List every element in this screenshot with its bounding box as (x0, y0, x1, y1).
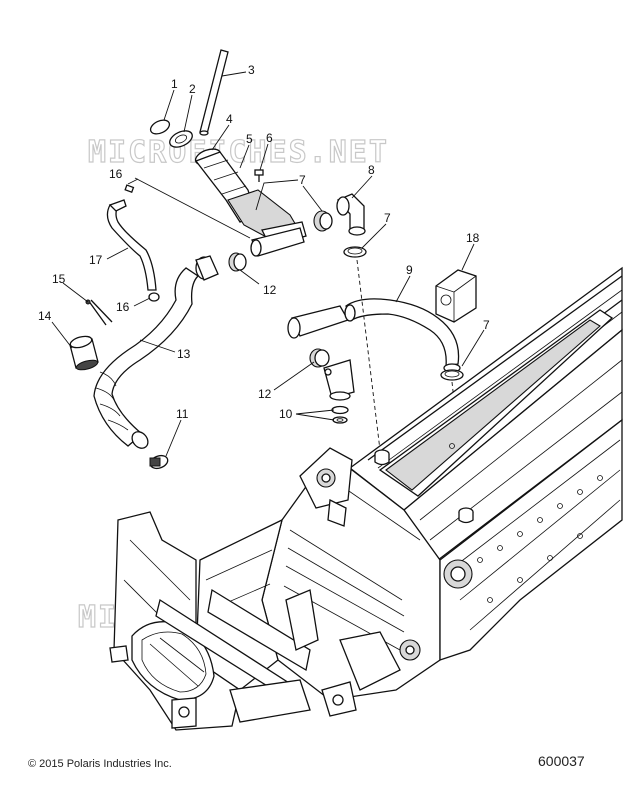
callout-7-elbow: 7 (384, 211, 391, 225)
part-gasket-ring (169, 130, 193, 148)
chassis-frame (109, 418, 623, 731)
part-clamp-pipe-end (440, 369, 464, 381)
part-elbow (336, 193, 366, 236)
part-clamp-elbow (343, 246, 367, 258)
part-long-hose (93, 255, 219, 449)
leader-lines (51, 71, 485, 457)
copyright-text: © 2015 Polaris Industries Inc. (28, 758, 172, 770)
diagram-number: 600037 (538, 753, 585, 769)
part-pin (85, 299, 113, 326)
part-cup (69, 335, 99, 371)
callout-17: 17 (89, 253, 103, 267)
callout-2: 2 (189, 82, 196, 96)
callout-4: 4 (226, 112, 233, 126)
part-clamp-12-lower (309, 348, 330, 368)
part-rod (199, 49, 229, 136)
heat-exchanger-tunnel (348, 266, 623, 561)
callout-8: 8 (368, 163, 375, 177)
part-small-hose (106, 184, 160, 302)
callout-3: 3 (248, 63, 255, 77)
part-clamp-lower (149, 454, 169, 470)
callout-12-upper: 12 (263, 283, 277, 297)
callout-16-lower: 16 (116, 300, 130, 314)
callout-18: 18 (466, 231, 480, 245)
callout-7-upper: 7 (299, 173, 306, 187)
alignment-line-left (356, 259, 381, 451)
callout-10: 10 (279, 407, 293, 421)
part-o-rings (331, 405, 349, 424)
part-clamp-12-upper (228, 252, 247, 272)
callout-1: 1 (171, 77, 178, 91)
callout-5: 5 (246, 132, 253, 146)
callout-11: 11 (176, 407, 189, 421)
part-cap-disc (149, 119, 171, 135)
callout-13: 13 (177, 347, 191, 361)
callout-6: 6 (266, 131, 273, 145)
part-thermostat-housing (323, 359, 355, 401)
part-filler-neck (194, 148, 307, 257)
part-coolant-pipe (287, 298, 461, 373)
part-clip-small (254, 169, 264, 182)
callout-9: 9 (406, 263, 413, 277)
callout-7-pipe: 7 (483, 318, 490, 332)
callout-12-lower: 12 (258, 387, 272, 401)
callout-labels: 1 2 3 4 5 6 7 8 7 16 18 9 17 12 15 16 14… (38, 63, 490, 421)
callout-14: 14 (38, 309, 52, 323)
part-mount-block (435, 269, 477, 323)
part-clamp-upper (313, 210, 333, 232)
callout-15: 15 (52, 272, 66, 286)
callout-16-upper: 16 (109, 167, 123, 181)
watermark-top: MICROFICHES.NET (88, 135, 389, 170)
